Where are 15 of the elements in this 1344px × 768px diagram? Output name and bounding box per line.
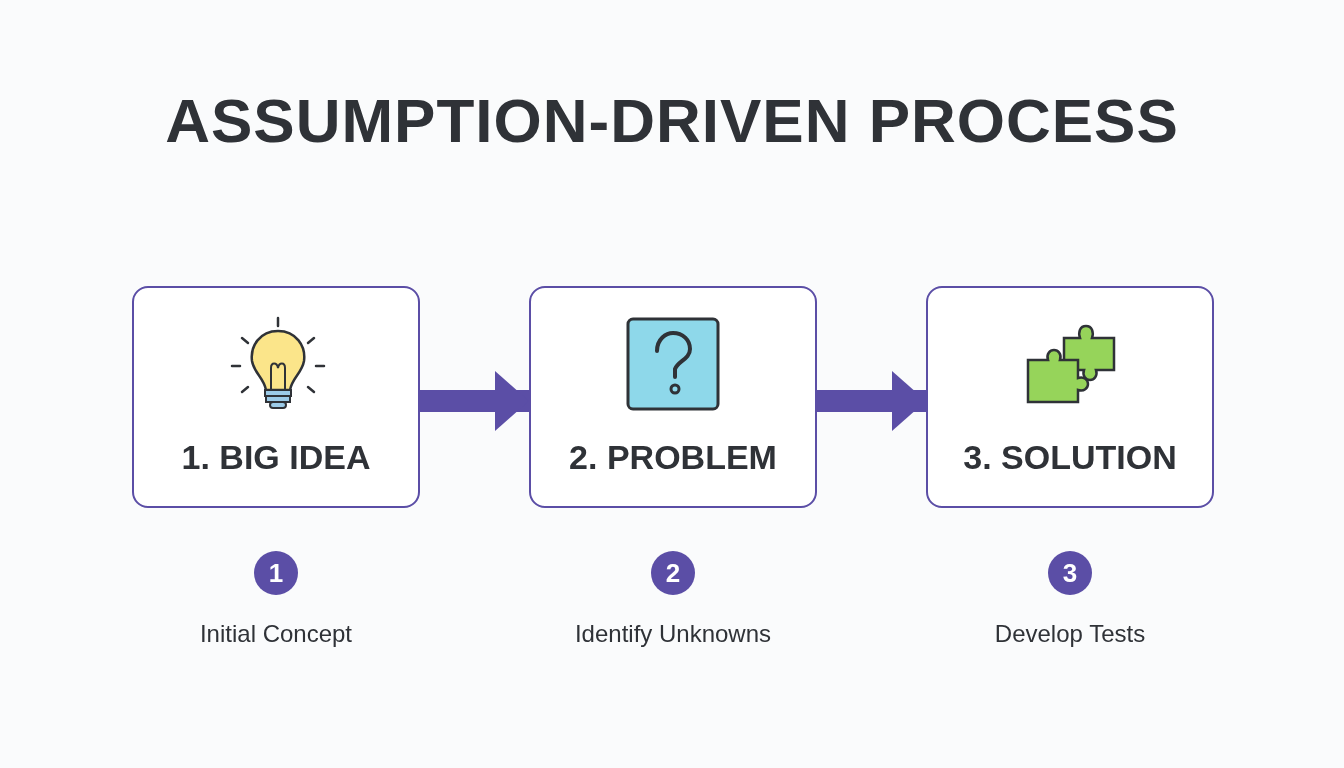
diagram-title: ASSUMPTION-DRIVEN PROCESS [164,85,1180,156]
step-number: 3 [1048,551,1092,595]
arrow [420,371,529,431]
step-box [926,286,1214,508]
step-caption: Develop Tests [994,620,1146,648]
step-title: 1. BIG IDEA [181,438,371,477]
step-caption: Initial Concept [199,620,353,648]
step-title: 3. SOLUTION [963,438,1177,477]
step-number: 1 [254,551,298,595]
step-caption: Identify Unknowns [574,620,772,648]
step-box [529,286,817,508]
step-number: 2 [651,551,695,595]
arrow [817,371,926,431]
step-box [132,286,420,508]
step-title: 2. PROBLEM [569,438,777,477]
